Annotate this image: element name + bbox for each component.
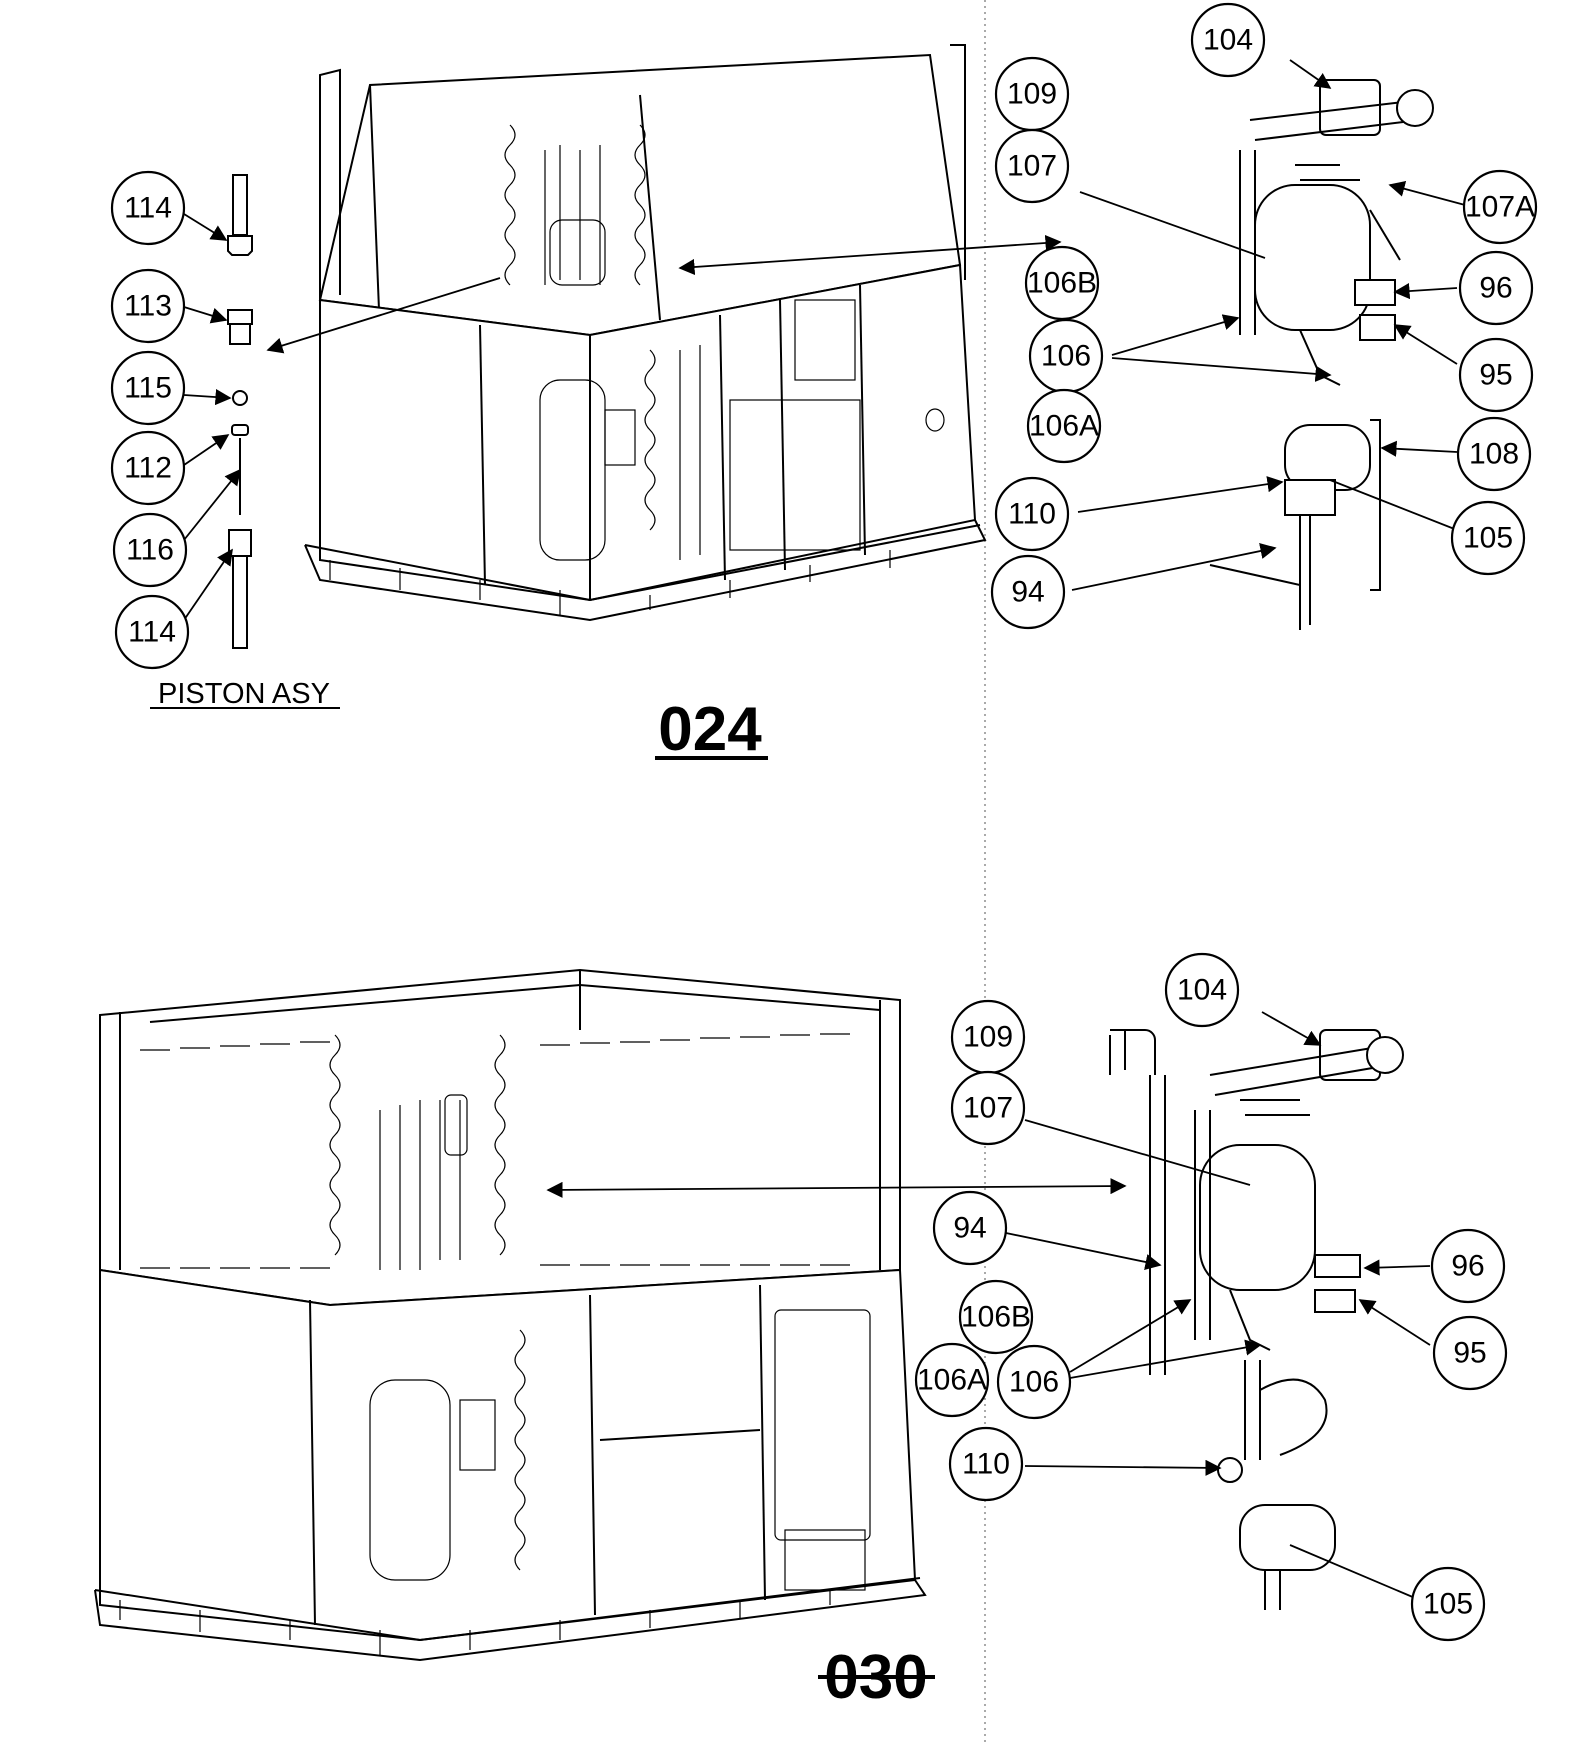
callout-106b-bottom: 106B (958, 1279, 1034, 1355)
svg-text:107: 107 (963, 1092, 1013, 1125)
top-leader-lines (183, 59, 1466, 621)
bottom-unit-drawing (94, 968, 1127, 1662)
svg-text:114: 114 (128, 616, 176, 649)
callout-94-top: 94 (990, 554, 1066, 630)
callout-104-bottom: 104 (1164, 952, 1240, 1028)
callout-114-top: 114 (110, 170, 186, 246)
callout-114-bottom: 114 (114, 594, 190, 670)
model-label-024: 024 (658, 695, 762, 764)
callout-95-top: 95 (1458, 337, 1534, 413)
svg-text:107A: 107A (1465, 191, 1535, 224)
svg-text:112: 112 (124, 452, 172, 485)
top-unit-drawing (266, 44, 1062, 622)
svg-text:104: 104 (1203, 24, 1253, 57)
piston-assembly-drawing: PISTON ASY (150, 174, 340, 710)
svg-text:94: 94 (953, 1212, 986, 1245)
callout-96-top: 96 (1458, 250, 1534, 326)
callout-113: 113 (110, 268, 186, 344)
svg-text:94: 94 (1011, 576, 1044, 609)
svg-text:96: 96 (1451, 1250, 1484, 1283)
svg-text:104: 104 (1177, 974, 1227, 1007)
svg-text:110: 110 (1008, 498, 1056, 531)
callout-110-top: 110 (994, 476, 1070, 552)
callout-115: 115 (110, 350, 186, 426)
svg-text:105: 105 (1463, 522, 1513, 555)
svg-text:96: 96 (1479, 272, 1512, 305)
callout-106-bottom: 106 (996, 1344, 1072, 1420)
svg-text:116: 116 (126, 534, 174, 567)
bottom-leader-lines (1005, 1011, 1431, 1599)
callout-112: 112 (110, 430, 186, 506)
svg-text:106A: 106A (1029, 410, 1099, 443)
svg-text:106B: 106B (961, 1301, 1031, 1334)
callout-107-top: 107 (994, 128, 1070, 204)
callout-104-top: 104 (1190, 2, 1266, 78)
callout-109-bottom: 109 (950, 999, 1026, 1075)
svg-text:109: 109 (1007, 78, 1057, 111)
callout-94-bottom: 94 (932, 1190, 1008, 1266)
callout-108: 108 (1456, 416, 1532, 492)
callout-106b-top: 106B (1024, 245, 1100, 321)
svg-text:106A: 106A (917, 1364, 987, 1397)
callout-95-bottom: 95 (1432, 1315, 1508, 1391)
callout-107-bottom: 107 (950, 1070, 1026, 1146)
callout-105-top: 105 (1450, 500, 1526, 576)
callout-106a-top: 106A (1026, 388, 1102, 464)
callout-107a: 107A (1462, 169, 1538, 245)
callout-96-bottom: 96 (1430, 1228, 1506, 1304)
svg-text:115: 115 (124, 372, 172, 405)
svg-text:109: 109 (963, 1021, 1013, 1054)
callout-110-bottom: 110 (948, 1426, 1024, 1502)
svg-text:106B: 106B (1027, 267, 1097, 300)
callout-116: 116 (112, 512, 188, 588)
svg-text:95: 95 (1453, 1337, 1486, 1370)
svg-text:105: 105 (1423, 1588, 1473, 1621)
svg-text:108: 108 (1469, 438, 1519, 471)
callout-106-top: 106 (1028, 318, 1104, 394)
svg-text:110: 110 (962, 1448, 1010, 1481)
piston-assembly-label: PISTON ASY (158, 678, 330, 710)
bottom-refrigerant-assembly-drawing (1109, 1029, 1404, 1610)
svg-text:114: 114 (124, 192, 172, 225)
svg-text:106: 106 (1041, 340, 1091, 373)
svg-text:106: 106 (1009, 1366, 1059, 1399)
svg-text:113: 113 (124, 290, 172, 323)
callout-105-bottom: 105 (1410, 1566, 1486, 1642)
callout-106a-bottom: 106A (914, 1342, 990, 1418)
top-refrigerant-assembly-drawing (1209, 79, 1434, 630)
svg-text:95: 95 (1479, 359, 1512, 392)
callout-109-top: 109 (994, 56, 1070, 132)
svg-text:107: 107 (1007, 150, 1057, 183)
